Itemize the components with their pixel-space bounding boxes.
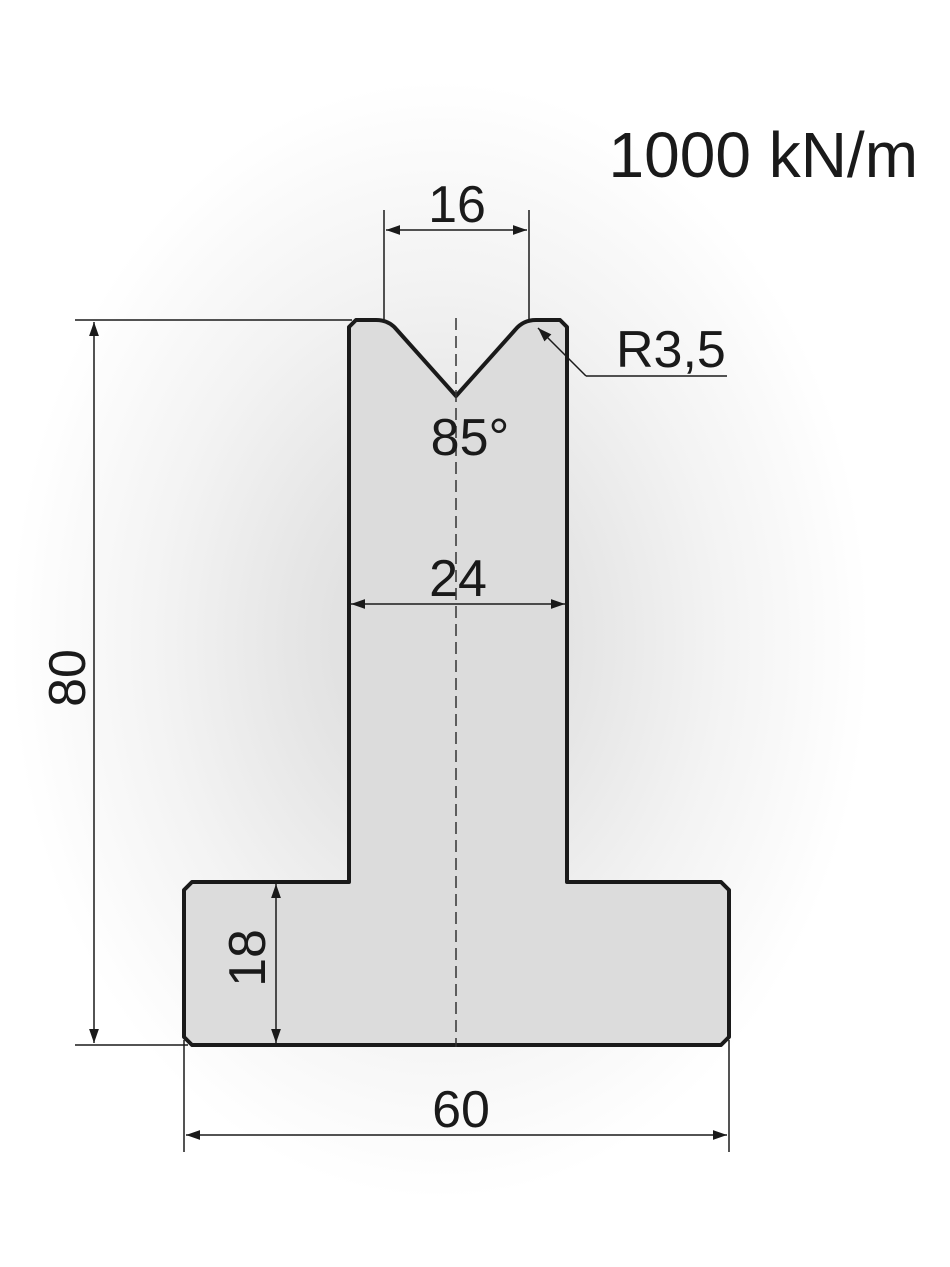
base-height-label: 18 <box>219 929 277 987</box>
v-opening-label: 16 <box>428 176 486 234</box>
load-rating-label: 1000 kN/m <box>609 119 918 191</box>
radius-label: R3,5 <box>616 321 726 379</box>
angle-label: 85° <box>431 409 510 467</box>
total-height-label: 80 <box>39 649 97 707</box>
radius-leader-diagonal <box>537 327 587 377</box>
base-width-label: 60 <box>432 1081 490 1139</box>
shank-width-label: 24 <box>429 550 487 608</box>
